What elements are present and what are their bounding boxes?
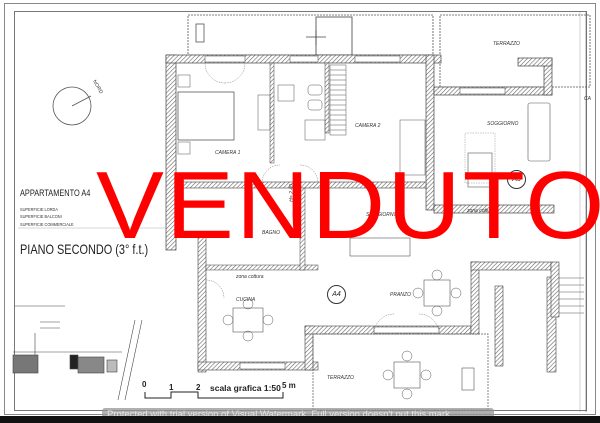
room-camera-2: CAMERA 2: [355, 123, 381, 129]
scale-tick-1: 1: [169, 383, 174, 392]
scale-tick-0: 0: [142, 380, 147, 389]
scale-label: scala grafica 1:50: [210, 383, 281, 393]
room-camera-right: CA: [584, 96, 591, 102]
room-camera-1: CAMERA 1: [215, 150, 241, 156]
apartment-badge-a4: A4: [327, 285, 346, 304]
watermark-text: Protected with trial version of Visual W…: [107, 409, 453, 420]
room-cucina: CUCINA: [236, 297, 256, 303]
north-compass-icon: [52, 86, 92, 126]
scale-bar: [144, 391, 284, 399]
room-soggiorno-a5: SOGGIORNO: [487, 121, 519, 127]
site-plan-map: [12, 305, 143, 401]
sold-stamp: VENDUTO: [96, 152, 600, 259]
bottom-edge-bar: [0, 416, 600, 423]
room-zona-cottura: zona cottura: [236, 274, 264, 280]
room-bagno: BAGNO: [262, 230, 281, 236]
apartment-badge-a5: A5: [507, 170, 526, 189]
room-terrazzo-bottom: TERRAZZO: [327, 375, 354, 381]
surface-commerciale: SUPERFICIE COMMERCIALE: [20, 222, 74, 227]
apartment-title: APPARTAMENTO A4: [20, 188, 91, 198]
surface-lorda: SUPERFICIE LORDA: [20, 207, 58, 212]
room-soggiorno-a4: SOGGIORNO: [366, 212, 398, 218]
room-terrazzo-top: TERRAZZO: [493, 41, 520, 47]
scale-tick-5m: 5 m: [282, 381, 296, 390]
room-pranzo: PRANZO: [390, 292, 411, 298]
scale-tick-2: 2: [196, 383, 201, 392]
surface-balconi: SUPERFICIE BALCONI: [20, 214, 62, 219]
room-zona-cottura-a5: zona cottura: [467, 208, 495, 214]
floor-title: PIANO SECONDO (3° f.t.): [20, 241, 149, 257]
